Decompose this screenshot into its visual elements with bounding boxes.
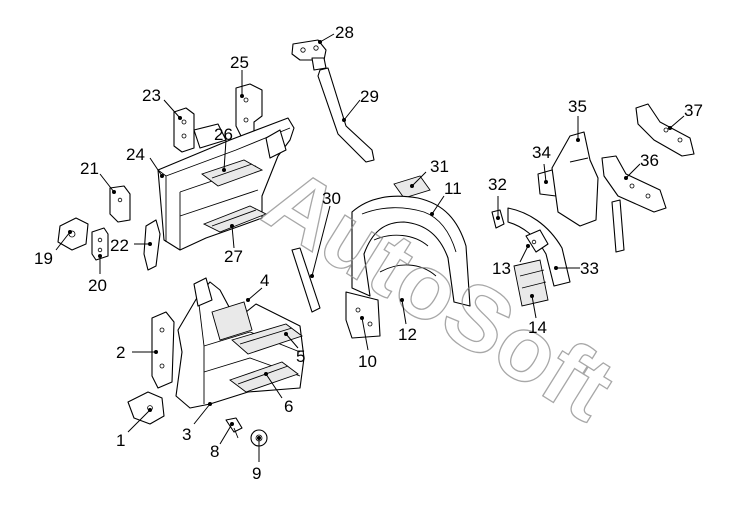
part-28-bracket: [291, 39, 327, 71]
callout-33: 33: [580, 259, 599, 278]
part-20-plate: [91, 227, 109, 261]
part-22-bracket: [143, 219, 161, 271]
callout-22: 22: [110, 236, 129, 255]
callout-28: 28: [335, 23, 354, 42]
part-27-step-plate: [202, 205, 268, 233]
part-30-strip: [291, 247, 321, 313]
part-1-bracket: [127, 391, 165, 425]
callout-leaders: [55, 33, 685, 462]
callout-6: 6: [284, 397, 293, 416]
part-13-bracket: [525, 229, 549, 253]
callout-12: 12: [398, 325, 417, 344]
callout-11: 11: [444, 179, 462, 198]
callout-30: 30: [322, 189, 341, 208]
callout-10: 10: [358, 352, 377, 371]
part-24-upper-step-housing: [157, 117, 295, 251]
part-12-fender: [351, 195, 471, 307]
part-26-upper-step-plate: [201, 159, 264, 187]
part-2-bracket: [151, 311, 175, 389]
callout-25: 25: [230, 53, 249, 72]
callout-31: 31: [430, 157, 449, 176]
callout-26: 26: [214, 125, 233, 144]
callout-4: 4: [260, 271, 269, 290]
part-4-panel: [211, 301, 253, 341]
callout-21: 21: [80, 159, 99, 178]
part-strip-near-36: [611, 199, 625, 253]
part-37-long-bracket: [635, 103, 695, 157]
callout-9: 9: [252, 464, 261, 483]
part-19-bracket: [57, 217, 89, 251]
callout-29: 29: [360, 87, 379, 106]
part-21-bracket: [109, 185, 131, 223]
callout-23: 23: [142, 86, 161, 105]
callout-24: 24: [126, 145, 145, 164]
callout-19: 19: [34, 249, 53, 268]
part-5-step-plate: [231, 323, 303, 355]
callout-20: 20: [88, 276, 107, 295]
part-33-rear-mudguard: [507, 207, 571, 287]
callout-32: 32: [488, 175, 507, 194]
callout-35: 35: [568, 97, 587, 116]
part-8-bolt: [225, 417, 243, 439]
callout-8: 8: [210, 442, 219, 461]
callout-5: 5: [296, 347, 305, 366]
callout-36: 36: [640, 151, 659, 170]
part-14-reflector-plate: [513, 259, 549, 307]
parts-drawing: [57, 39, 695, 447]
callout-3: 3: [182, 425, 191, 444]
part-36-long-bracket: [601, 155, 667, 213]
callout-34: 34: [532, 143, 551, 162]
callout-37: 37: [684, 101, 703, 120]
callout-2: 2: [116, 343, 125, 362]
callout-14: 14: [528, 318, 547, 337]
callout-1: 1: [116, 431, 125, 450]
callout-labels: 28 29 23 25 24 26 27 21 22 19 20 2 4 5 6…: [34, 23, 703, 483]
part-35-panel: [551, 131, 599, 227]
callout-13: 13: [492, 259, 511, 278]
part-29-strut: [317, 67, 375, 163]
callout-27: 27: [224, 247, 243, 266]
part-6-step-plate: [229, 361, 299, 393]
